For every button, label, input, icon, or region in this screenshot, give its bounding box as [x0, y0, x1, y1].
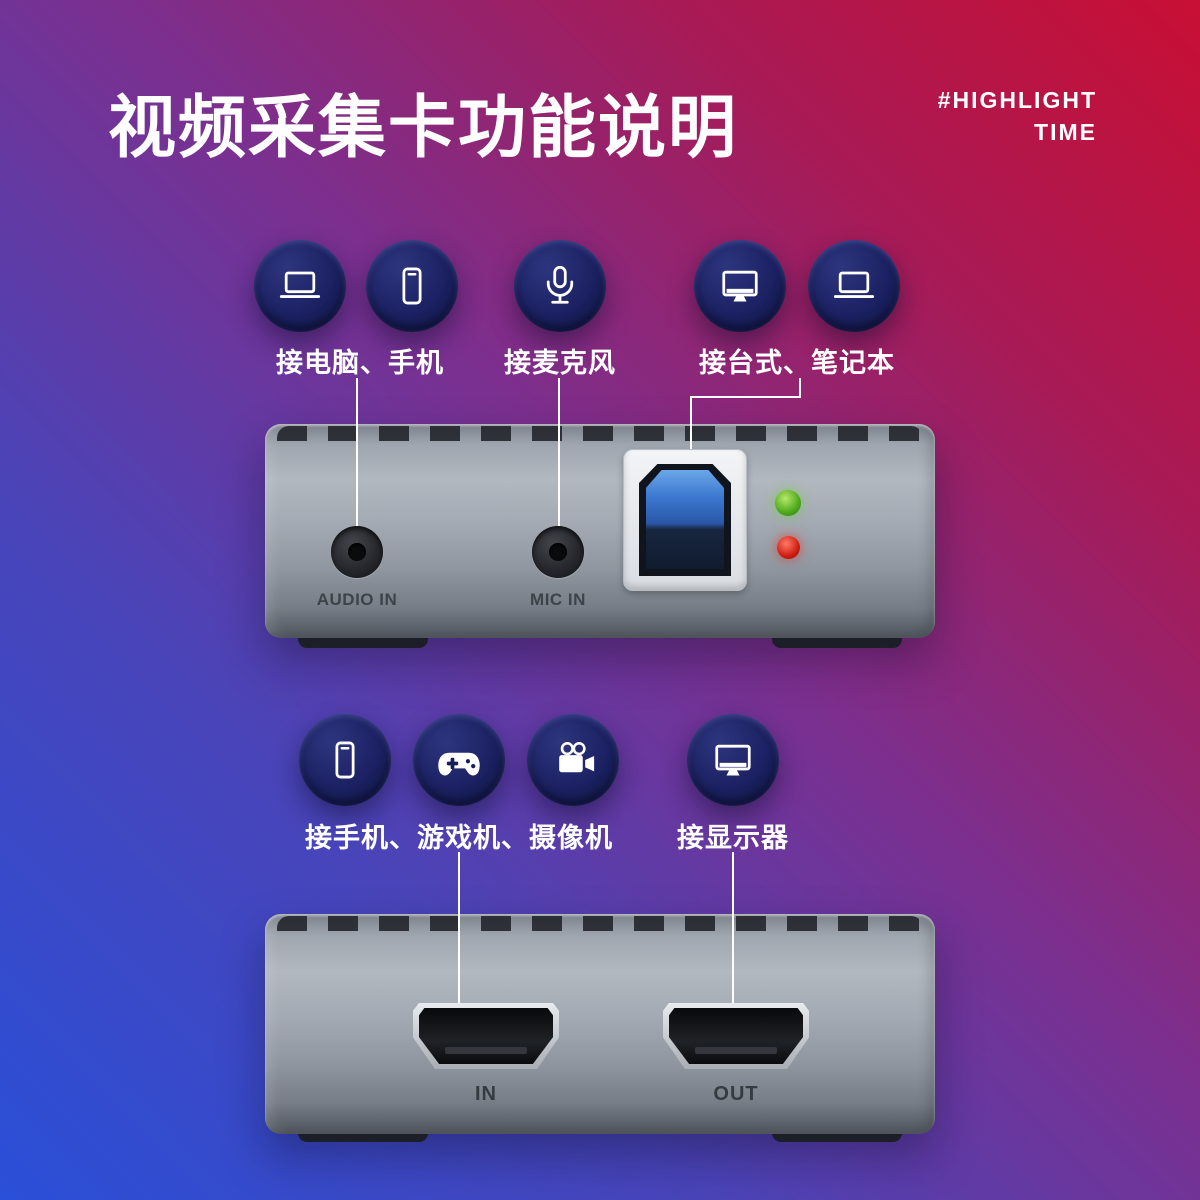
usb-opening: [639, 464, 731, 576]
hashtag-block: #HIGHLIGHT TIME: [938, 84, 1097, 148]
label-microphone: 接麦克风: [504, 348, 616, 378]
badge-monitor-2: [687, 714, 779, 806]
leader-line-hdmi-out: [732, 852, 734, 1003]
badge-laptop-2: [808, 240, 900, 332]
leader-line-usb-horizontal: [690, 396, 801, 398]
hdmi-contact-slot: [695, 1047, 777, 1054]
phone-icon: [319, 734, 371, 786]
monitor-icon: [714, 260, 766, 312]
badge-microphone: [514, 240, 606, 332]
label-sources: 接手机、游戏机、摄像机: [305, 823, 613, 853]
usb-blue-connector: [646, 470, 724, 569]
capture-card-rear: AUDIO IN MIC IN: [265, 424, 935, 638]
capture-card-front: IN OUT: [265, 914, 935, 1134]
monitor-icon: [707, 734, 759, 786]
laptop-icon: [828, 260, 880, 312]
leader-line-usb-stub: [799, 378, 801, 398]
hdmi-out-port: [663, 1003, 809, 1069]
badge-phone-2: [299, 714, 391, 806]
hdmi-in-label: IN: [475, 1083, 497, 1105]
badge-video-camera: [527, 714, 619, 806]
leader-line-mic: [558, 378, 560, 526]
gamepad-icon: [433, 734, 485, 786]
hdmi-out-label: OUT: [713, 1083, 759, 1105]
leader-line-usb-drop: [690, 396, 692, 449]
mic-in-jack: [532, 526, 584, 578]
leader-line-audio: [356, 378, 358, 526]
microphone-icon: [534, 260, 586, 312]
leader-line-hdmi-in: [458, 852, 460, 1003]
jack-hole: [348, 543, 366, 561]
audio-in-label: AUDIO IN: [316, 590, 398, 609]
mic-in-label: MIC IN: [530, 590, 586, 609]
vent-grille: [277, 426, 923, 441]
red-led: [777, 536, 800, 559]
label-computer-phone: 接电脑、手机: [276, 348, 444, 378]
usb-b-port: [623, 449, 747, 591]
video-camera-icon: [547, 734, 599, 786]
hdmi-contact-slot: [445, 1047, 527, 1054]
green-led: [775, 490, 801, 516]
audio-in-jack: [331, 526, 383, 578]
badge-monitor: [694, 240, 786, 332]
hdmi-opening: [419, 1008, 553, 1064]
phone-icon: [386, 260, 438, 312]
jack-hole: [549, 543, 567, 561]
label-display: 接显示器: [677, 823, 789, 853]
laptop-icon: [274, 260, 326, 312]
page-title: 视频采集卡功能说明: [108, 90, 739, 166]
hashtag-line2: TIME: [1034, 119, 1097, 145]
hdmi-in-port: [413, 1003, 559, 1069]
badge-gamepad: [413, 714, 505, 806]
badge-phone: [366, 240, 458, 332]
badge-laptop: [254, 240, 346, 332]
vent-grille: [277, 916, 923, 931]
hdmi-opening: [669, 1008, 803, 1064]
hashtag-line1: #HIGHLIGHT: [937, 87, 1097, 113]
label-desktop-laptop: 接台式、笔记本: [699, 348, 895, 378]
